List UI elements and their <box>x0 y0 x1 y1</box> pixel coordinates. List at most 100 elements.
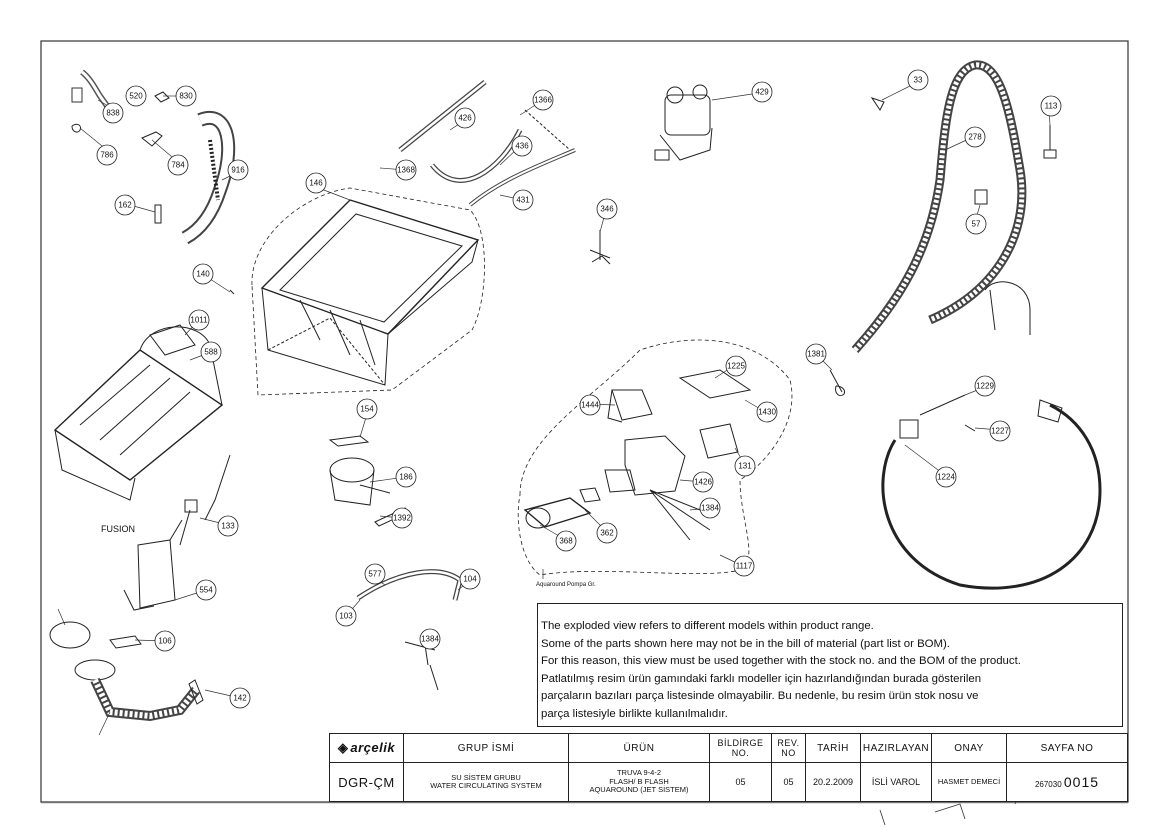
callout-number: 142 <box>233 694 247 703</box>
callout-circle <box>229 687 251 709</box>
callout-balloon: 577 <box>364 563 386 585</box>
date-header: TARİH <box>805 733 861 763</box>
product-header: ÜRÜN <box>568 733 710 763</box>
callout-circle <box>1040 95 1062 117</box>
callout-balloon: 113 <box>1040 95 1062 117</box>
prepared-by: İSLİ VAROL <box>860 762 932 802</box>
callout-number: 33 <box>914 76 923 85</box>
callout-number: 362 <box>600 529 614 538</box>
callout-circle <box>227 159 249 181</box>
callout-circle <box>167 154 189 176</box>
drain-hose-part <box>851 60 1027 354</box>
callout-balloon: 57 <box>965 213 987 235</box>
note-line: For this reason, this view must be used … <box>541 655 1021 667</box>
callout-balloon: 520 <box>125 85 147 107</box>
callout-balloon: 131 <box>734 455 756 477</box>
callout-circle <box>195 579 217 601</box>
revision-number: 05 <box>771 762 806 802</box>
callout-circle <box>114 194 136 216</box>
callout-balloon: 429 <box>751 81 773 103</box>
callout-circle <box>125 85 147 107</box>
page-prefix: 267030 <box>1034 780 1062 789</box>
callout-number: 436 <box>515 142 529 151</box>
callout-circle <box>96 144 118 166</box>
callout-balloon: 1368 <box>395 159 417 181</box>
callout-number: 1366 <box>534 96 552 105</box>
product-line-2: FLASH/ B FLASH <box>609 776 669 786</box>
callout-circle <box>335 605 357 627</box>
brand-logo-cell: ◈arçelik <box>329 733 404 763</box>
callout-balloon: 588 <box>200 341 222 363</box>
callout-balloon: 133 <box>217 515 239 537</box>
callout-balloon: 146 <box>305 172 327 194</box>
page-number: 267030 0015 <box>1006 762 1128 802</box>
hose-part <box>71 69 113 112</box>
aquaround-label: Aquaround Pompa Gr. <box>536 582 596 588</box>
callout-number: 1011 <box>190 316 208 325</box>
callout-circle <box>454 107 476 129</box>
disclaimer-note: The exploded view refers to different mo… <box>537 603 1123 727</box>
drawing-frame <box>40 40 1129 803</box>
callout-balloon: 1224 <box>935 466 957 488</box>
callout-number: 1381 <box>807 350 825 359</box>
group-name-tr: SU SİSTEM GRUBU <box>451 772 521 782</box>
callout-balloon: 106 <box>154 630 176 652</box>
note-line: Some of the parts shown here may not be … <box>541 637 950 650</box>
callout-number: 186 <box>399 473 413 482</box>
callout-circle <box>907 69 929 91</box>
note-line: The exploded view refers to different mo… <box>541 620 874 632</box>
callout-balloon: 838 <box>102 102 124 124</box>
callout-circle <box>512 189 534 211</box>
callout-balloon: 784 <box>167 154 189 176</box>
callout-circle <box>692 471 714 493</box>
callout-circle <box>192 263 214 285</box>
callout-number: 588 <box>204 348 218 357</box>
callout-number: 431 <box>516 196 530 205</box>
product-line-1: TRUVA 9-4-2 <box>616 768 662 778</box>
callout-number: 426 <box>458 114 472 123</box>
note-line: Patlatılmış resim ürün gamındaki farklı … <box>541 672 982 685</box>
callout-number: 154 <box>360 405 374 414</box>
prepared-by-header: HAZIRLAYAN <box>860 733 932 763</box>
callout-circle <box>395 466 417 488</box>
callout-number: 346 <box>600 205 614 214</box>
product-name: TRUVA 9-4-2 FLASH/ B FLASH AQUAROUND (JE… <box>568 762 710 802</box>
callout-balloon: 186 <box>395 466 417 488</box>
callout-balloon: 104 <box>459 568 481 590</box>
callout-balloon: 426 <box>454 107 476 129</box>
callout-circle <box>725 355 747 377</box>
callout-circle <box>532 89 554 111</box>
approved-by: HASMET DEMECİ <box>931 762 1007 802</box>
callout-balloon: 278 <box>964 126 986 148</box>
callout-circle <box>756 401 778 423</box>
callout-number: 1426 <box>694 478 712 487</box>
page-number-value: 0015 <box>1063 774 1100 790</box>
bildirge-number: 05 <box>709 762 772 802</box>
callout-balloon: 1426 <box>692 471 714 493</box>
callout-circle <box>356 398 378 420</box>
callout-number: 786 <box>100 151 114 160</box>
arcelik-logo-icon: ◈ <box>337 740 349 755</box>
callout-circle <box>200 341 222 363</box>
callout-balloon: 1384 <box>419 628 441 650</box>
callout-number: 131 <box>738 462 752 471</box>
callout-balloon: 142 <box>229 687 251 709</box>
callout-circle <box>734 455 756 477</box>
pump-assembly-outline <box>517 339 793 576</box>
brand-logo: arçelik <box>350 740 396 755</box>
callout-circle <box>188 309 210 331</box>
group-name-header: GRUP İSMİ <box>403 733 569 763</box>
callout-circle <box>395 159 417 181</box>
callout-number: 1444 <box>581 401 599 410</box>
clamp-ring-part <box>881 394 1102 590</box>
callout-number: 1229 <box>976 382 994 391</box>
callout-number: 133 <box>221 522 235 531</box>
callout-balloon: 368 <box>555 530 577 552</box>
callout-circle <box>175 85 197 107</box>
callout-number: 554 <box>199 586 213 595</box>
callout-circle <box>733 555 755 577</box>
group-name: SU SİSTEM GRUBU WATER CIRCULATING SYSTEM <box>403 762 569 802</box>
callout-number: 1117 <box>736 562 753 571</box>
callout-balloon: 1229 <box>974 375 996 397</box>
callout-number: 278 <box>968 133 982 142</box>
